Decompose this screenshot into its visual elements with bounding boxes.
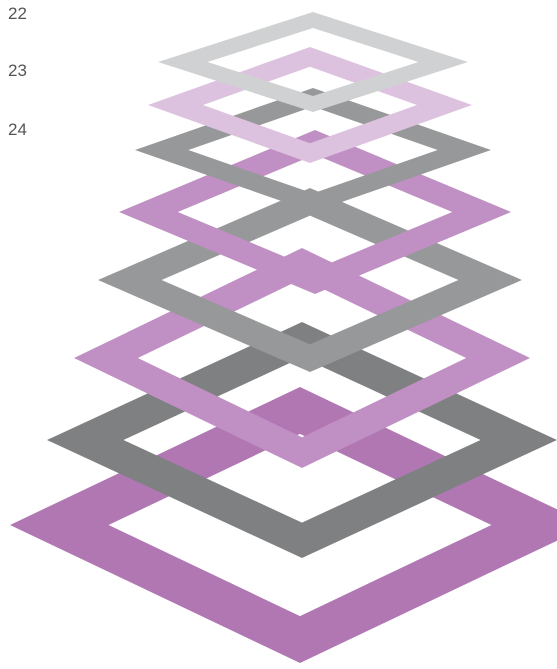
line-number-24: 24: [8, 121, 27, 138]
line-number-22: 22: [8, 5, 27, 22]
line-number-23: 23: [8, 62, 27, 79]
